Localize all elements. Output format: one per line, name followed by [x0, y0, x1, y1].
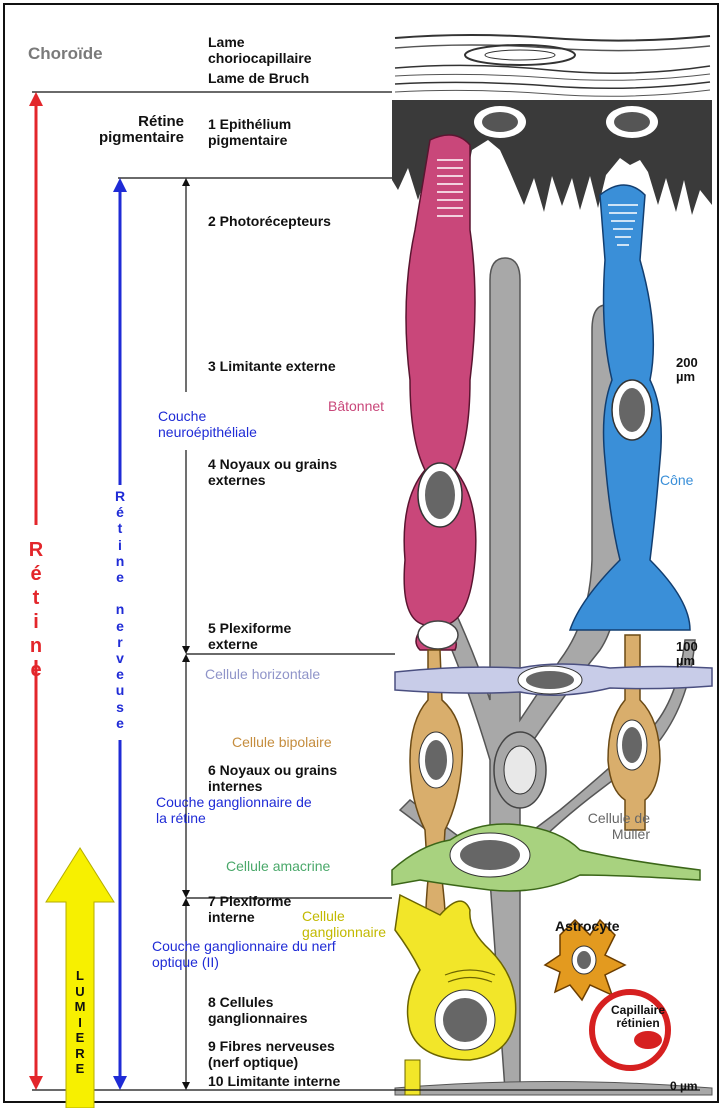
rod-cell [404, 135, 476, 650]
label-epithelium: 1 Epithélium pigmentaire [208, 116, 328, 148]
label-cellule-muller: Cellule de Müller [560, 810, 650, 842]
label-batonnet: Bâtonnet [328, 398, 384, 414]
label-cone: Cône [660, 472, 693, 488]
horizontal-cell [395, 664, 712, 695]
label-noyaux-internes: 6 Noyaux ou grains internes [208, 762, 348, 794]
label-cellule-amacrine: Cellule amacrine [226, 858, 330, 874]
label-couche-neuro: Couche neuroépithéliale [158, 408, 308, 440]
label-cellule-bipolaire: Cellule bipolaire [232, 734, 332, 750]
label-noyaux-externes: 4 Noyaux ou grains externes [208, 456, 348, 488]
label-couche-ganglionnaire-nerf: Couche ganglionnaire du nerf optique (II… [152, 938, 342, 970]
label-astrocyte: Astrocyte [555, 918, 620, 934]
label-capillaire: Capillaire rétinien [598, 1004, 678, 1030]
choroid-layers [392, 30, 710, 100]
label-couche-ganglionnaire-retine: Couche ganglionnaire de la rétine [156, 794, 316, 826]
label-plexiforme-externe: 5 Plexiforme externe [208, 620, 318, 652]
label-lame-bruch: Lame de Bruch [208, 70, 309, 86]
cone-cell [570, 185, 690, 630]
label-limitante-externe: 3 Limitante externe [208, 358, 336, 374]
label-retine-pigmentaire: Rétine pigmentaire [88, 114, 184, 146]
label-choroide: Choroïde [28, 46, 103, 62]
label-scale-100: 100 µm [676, 640, 710, 668]
label-limitante-interne: 10 Limitante interne [208, 1073, 340, 1089]
label-lame-choriocapillaire: Lame choriocapillaire [208, 34, 308, 66]
label-cellule-ganglionnaire: Cellule ganglionnaire [302, 908, 402, 940]
label-scale-0: 0 µm [670, 1078, 698, 1094]
label-photorecepteurs: 2 Photorécepteurs [208, 213, 331, 229]
label-scale-200: 200 µm [676, 356, 710, 384]
label-cellule-horizontale: Cellule horizontale [205, 666, 320, 682]
label-fibres-nerveuses: 9 Fibres nerveuses (nerf optique) [208, 1038, 358, 1070]
label-cellules-ganglionnaires: 8 Cellules ganglionnaires [208, 994, 358, 1026]
